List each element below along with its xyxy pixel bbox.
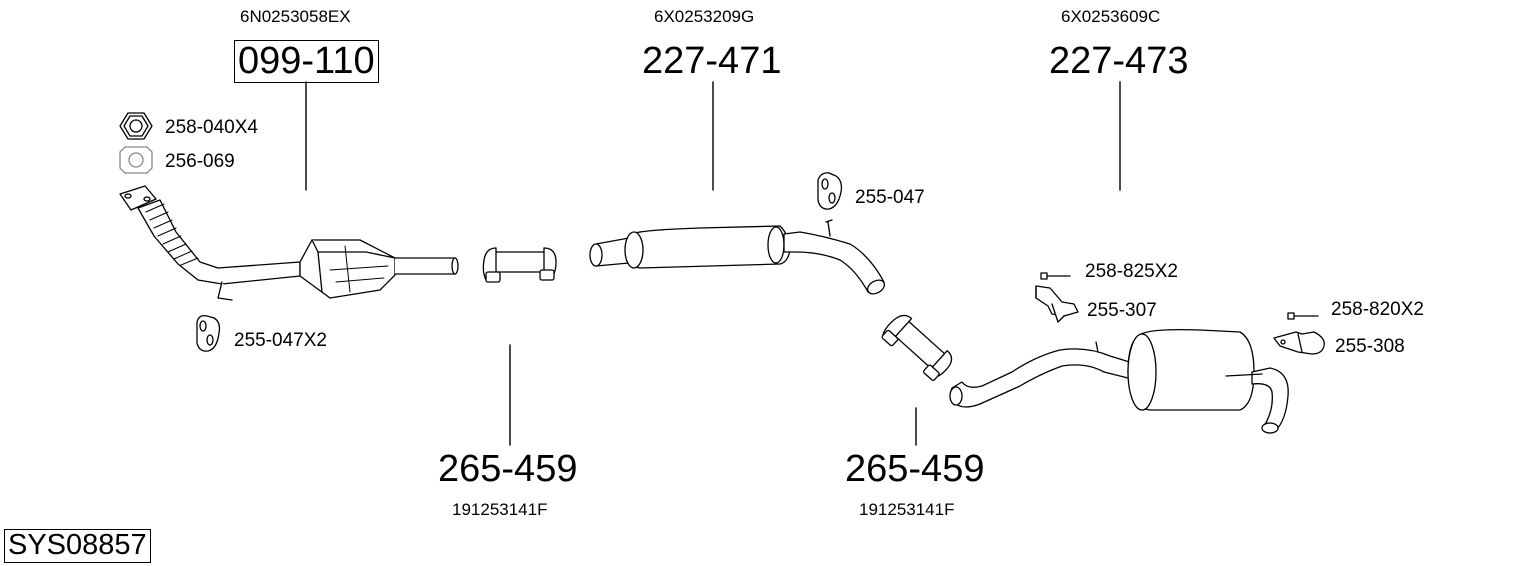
catalyst-drawing (300, 240, 458, 298)
gasket-icon (120, 147, 152, 173)
label-gasket[interactable]: 256-069 (165, 151, 235, 172)
oem-clamp-2: 191253141F (859, 500, 955, 519)
label-hanger-front[interactable]: 255-047X2 (234, 330, 327, 351)
rear-silencer-drawing (950, 330, 1288, 433)
label-bolt-1[interactable]: 258-825X2 (1085, 261, 1178, 282)
label-bracket-1[interactable]: 255-307 (1087, 300, 1157, 321)
rubber-hanger-icon-front (197, 316, 219, 352)
part-number-front-silencer[interactable]: 227-471 (642, 40, 782, 82)
part-number-catalyst[interactable]: 099-110 (234, 40, 379, 83)
part-number-clamp-2[interactable]: 265-459 (845, 448, 985, 490)
part-number-clamp-1[interactable]: 265-459 (438, 448, 578, 490)
label-bolt-2[interactable]: 258-820X2 (1331, 299, 1424, 320)
oem-catalyst: 6N0253058EX (240, 7, 351, 26)
part-number-rear-silencer[interactable]: 227-473 (1049, 40, 1189, 82)
bolt-icon-2 (1288, 313, 1318, 319)
clamp-2-drawing (879, 310, 956, 384)
label-nut[interactable]: 258-040X4 (165, 117, 258, 138)
bracket-icon-2 (1274, 332, 1324, 354)
bracket-icon-1 (1036, 286, 1078, 322)
system-code: SYS08857 (4, 529, 151, 563)
clamp-1-drawing (483, 248, 556, 282)
front-silencer-drawing (590, 220, 887, 297)
oem-clamp-1: 191253141F (452, 500, 548, 519)
oem-rear-silencer: 6X0253609C (1061, 7, 1161, 26)
rubber-hanger-icon-mid (818, 173, 841, 209)
oem-front-silencer: 6X0253209G (654, 7, 755, 26)
label-hanger-mid[interactable]: 255-047 (855, 187, 925, 208)
bolt-icon-1 (1041, 273, 1070, 279)
nut-icon (120, 113, 152, 139)
front-pipe-drawing (120, 186, 300, 300)
leader-lines (306, 82, 1120, 445)
label-bracket-2[interactable]: 255-308 (1335, 336, 1405, 357)
